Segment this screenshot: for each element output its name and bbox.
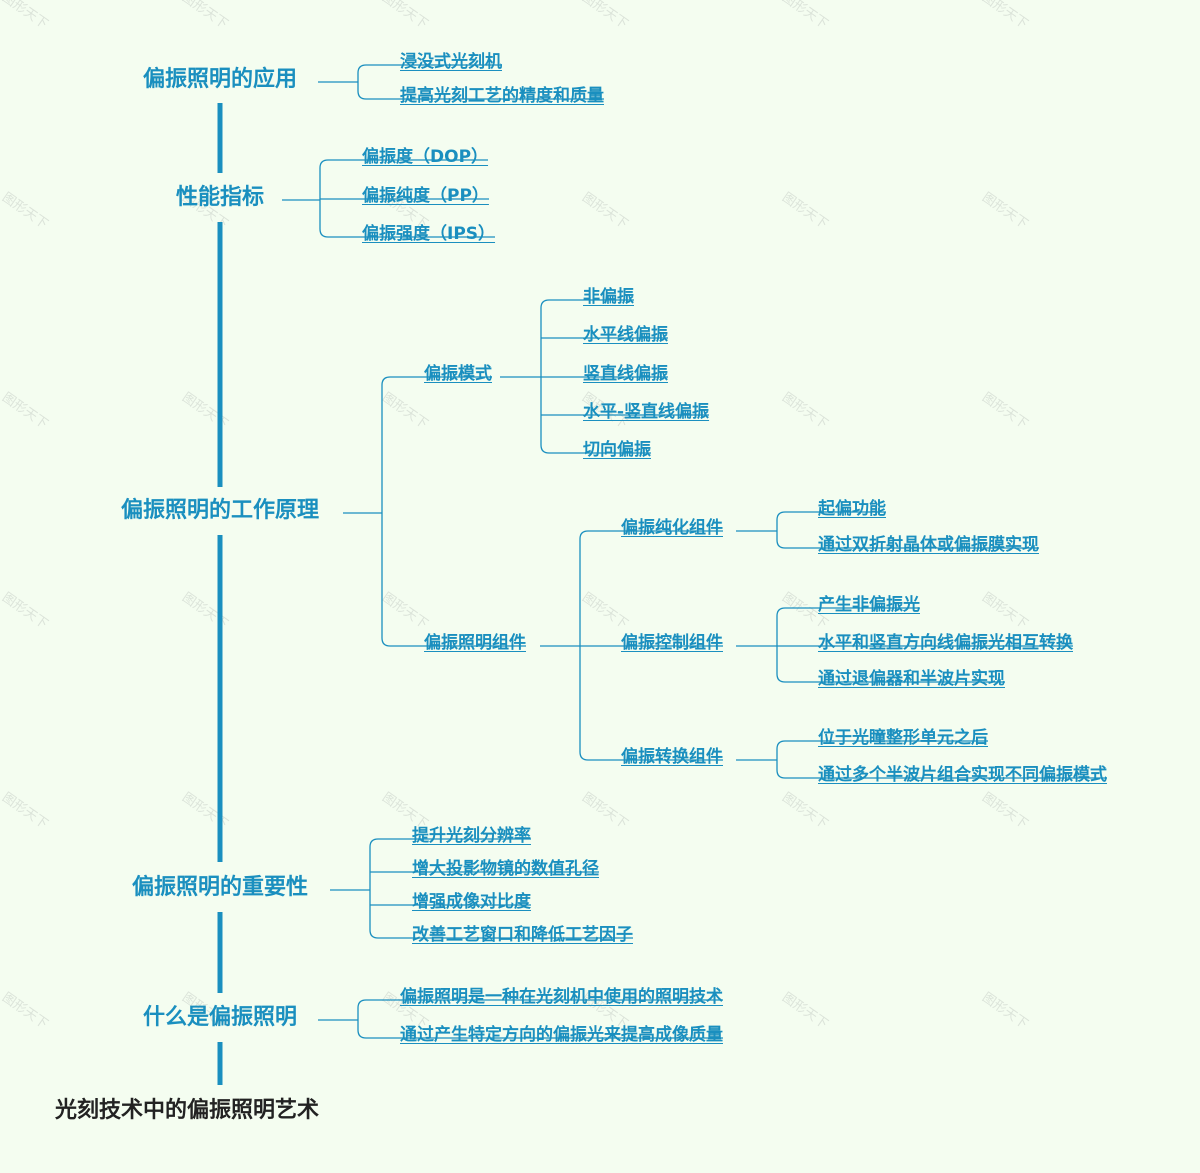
leaf-topic[interactable]: 产生非偏振光 <box>818 595 920 615</box>
detail-topic[interactable]: 水平-竖直线偏振 <box>583 402 710 422</box>
subtopic[interactable]: 偏振照明组件 <box>424 633 526 653</box>
subtopic[interactable]: 通过产生特定方向的偏振光来提高成像质量 <box>400 1025 723 1045</box>
subtopic[interactable]: 浸没式光刻机 <box>400 52 502 72</box>
subtopic[interactable]: 偏振照明是一种在光刻机中使用的照明技术 <box>400 987 723 1007</box>
branch-topic: 偏振照明的应用 <box>143 67 298 92</box>
leaf-topic[interactable]: 通过退偏器和半波片实现 <box>818 669 1005 689</box>
branch-topic: 偏振照明的工作原理 <box>121 498 320 523</box>
detail-topic[interactable]: 非偏振 <box>583 287 634 307</box>
leaf-topic[interactable]: 通过多个半波片组合实现不同偏振模式 <box>818 765 1107 785</box>
sub-0-bracket <box>540 299 709 454</box>
leaf-topic[interactable]: 通过双折射晶体或偏振膜实现 <box>818 535 1039 555</box>
subtopic[interactable]: 增强成像对比度 <box>412 892 531 912</box>
leaf-topic[interactable]: 位于光瞳整形单元之后 <box>818 728 988 748</box>
branch-topic: 性能指标 <box>176 185 265 210</box>
branch-4-bracket <box>357 999 723 1039</box>
root-topic: 光刻技术中的偏振照明艺术 <box>55 1098 320 1123</box>
subtopic[interactable]: 偏振度（DOP） <box>362 147 489 167</box>
detail-topic[interactable]: 竖直线偏振 <box>583 364 668 384</box>
leaf-1-bracket <box>776 607 1073 683</box>
leaf-topic[interactable]: 起偏功能 <box>818 499 886 519</box>
sub-1-bracket <box>579 530 723 761</box>
subtopic[interactable]: 改善工艺窗口和降低工艺因子 <box>412 925 633 945</box>
detail-topic[interactable]: 切向偏振 <box>583 440 651 460</box>
leaf-2-bracket <box>776 740 1107 779</box>
detail-topic[interactable]: 偏振控制组件 <box>621 633 723 653</box>
subtopic[interactable]: 提升光刻分辨率 <box>412 826 531 846</box>
branch-3-bracket <box>369 838 633 939</box>
branch-0-bracket <box>357 64 604 100</box>
detail-topic[interactable]: 偏振转换组件 <box>621 747 723 767</box>
subtopic[interactable]: 偏振纯度（PP） <box>362 186 489 206</box>
branch-topic: 什么是偏振照明 <box>143 1005 298 1030</box>
subtopic[interactable]: 偏振模式 <box>424 364 492 384</box>
leaf-0-bracket <box>776 511 1039 549</box>
subtopic[interactable]: 增大投影物镜的数值孔径 <box>412 859 599 879</box>
branch-1-bracket <box>319 159 495 238</box>
detail-topic[interactable]: 偏振纯化组件 <box>621 518 723 538</box>
leaf-topic[interactable]: 水平和竖直方向线偏振光相互转换 <box>818 633 1073 653</box>
branch-topic: 偏振照明的重要性 <box>132 875 309 900</box>
branch-2-bracket <box>381 376 526 647</box>
subtopic[interactable]: 提高光刻工艺的精度和质量 <box>400 86 604 106</box>
subtopic[interactable]: 偏振强度（IPS） <box>362 224 496 244</box>
detail-topic[interactable]: 水平线偏振 <box>583 325 668 345</box>
